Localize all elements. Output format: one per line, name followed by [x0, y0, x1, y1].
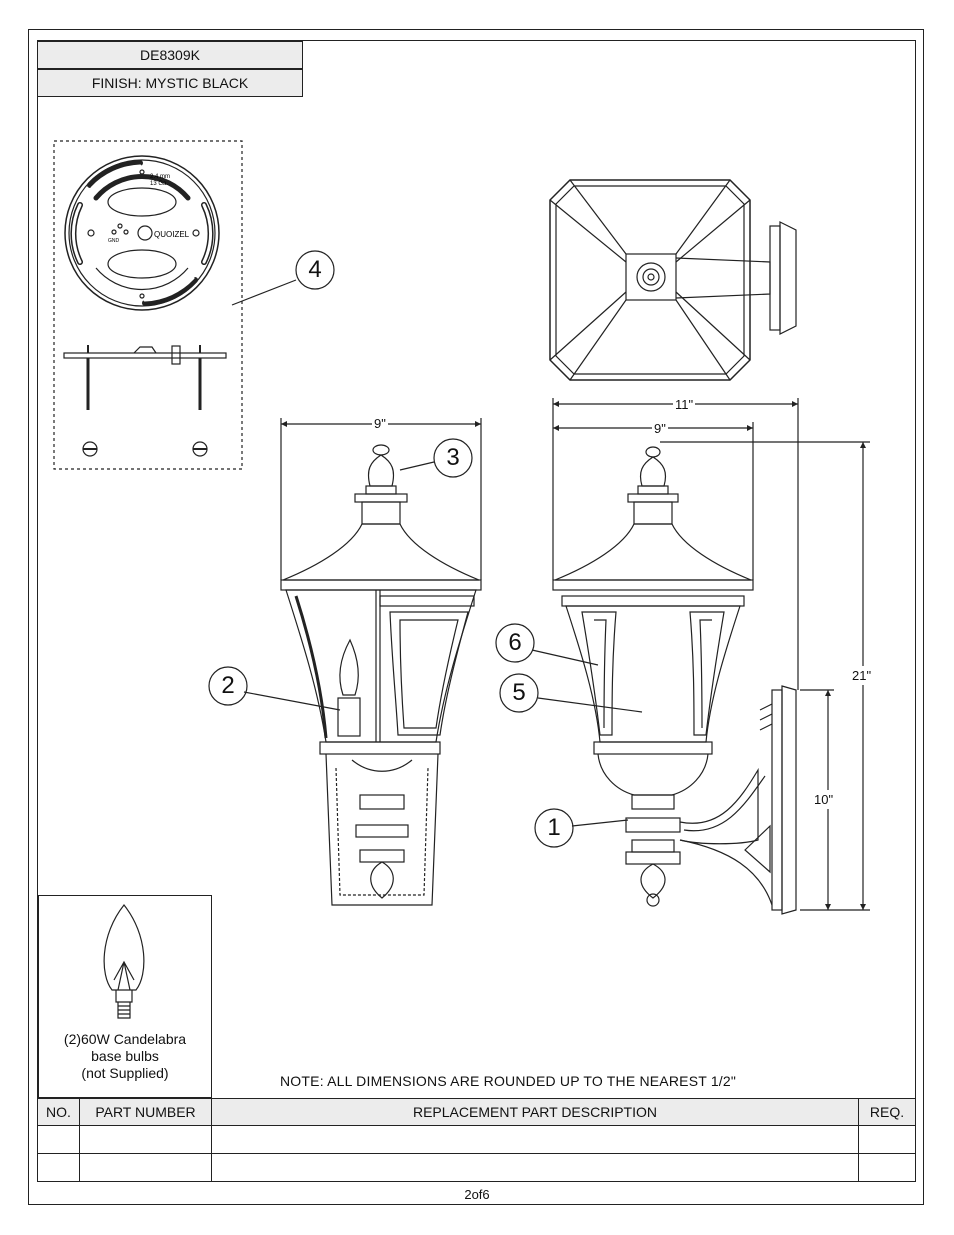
page-number: 2of6: [464, 1187, 490, 1202]
plate-size-2: 13 Ga.: [150, 181, 168, 187]
callout-6: 6: [508, 629, 522, 656]
callout-4: 4: [308, 256, 322, 283]
finish-label: FINISH: MYSTIC BLACK: [37, 69, 303, 97]
plate-brand: QUOIZEL: [154, 230, 190, 239]
table-cell: [858, 1125, 916, 1154]
mounting-plate: [64, 155, 220, 311]
callout-3: 3: [446, 444, 460, 471]
col-part-number: PART NUMBER: [79, 1098, 212, 1126]
plate-side: [63, 352, 227, 359]
outer-frame: [28, 29, 924, 1205]
dim-front-width: 9": [372, 416, 388, 431]
table-cell: [79, 1125, 212, 1154]
dim-side-outer: 11": [673, 397, 696, 412]
bulb-line-2: base bulbs: [91, 1048, 159, 1064]
table-cell: [211, 1125, 859, 1154]
model-number: DE8309K: [37, 41, 303, 69]
dimension-note: NOTE: ALL DIMENSIONS ARE ROUNDED UP TO T…: [280, 1073, 737, 1089]
table-cell: [211, 1153, 859, 1182]
col-req: REQ.: [858, 1098, 916, 1126]
bulb-box: [38, 895, 212, 1098]
bulb-icon: [103, 904, 145, 991]
plate-size-1: 2.4 mm: [150, 174, 170, 180]
dim-backplate: 10": [812, 790, 836, 809]
callout-2: 2: [221, 672, 235, 699]
bulb-line-1: (2)60W Candelabra: [63, 1031, 187, 1047]
bulb-text: (2)60W Candelabra base bulbs (not Suppli…: [38, 1031, 212, 1082]
dim-side-inner: 9": [652, 421, 668, 436]
table-cell: [37, 1125, 80, 1154]
table-cell: [858, 1153, 916, 1182]
table-cell: [79, 1153, 212, 1182]
bulb-line-3: (not Supplied): [81, 1065, 169, 1081]
dim-height: 21": [850, 666, 874, 685]
front-view: [280, 444, 482, 906]
side-view: [552, 446, 797, 915]
col-no: NO.: [37, 1098, 80, 1126]
table-cell: [37, 1153, 80, 1182]
callout-5: 5: [512, 679, 526, 706]
col-description: REPLACEMENT PART DESCRIPTION: [211, 1098, 859, 1126]
callout-1: 1: [547, 814, 561, 841]
plate-gnd: GND: [108, 238, 120, 244]
